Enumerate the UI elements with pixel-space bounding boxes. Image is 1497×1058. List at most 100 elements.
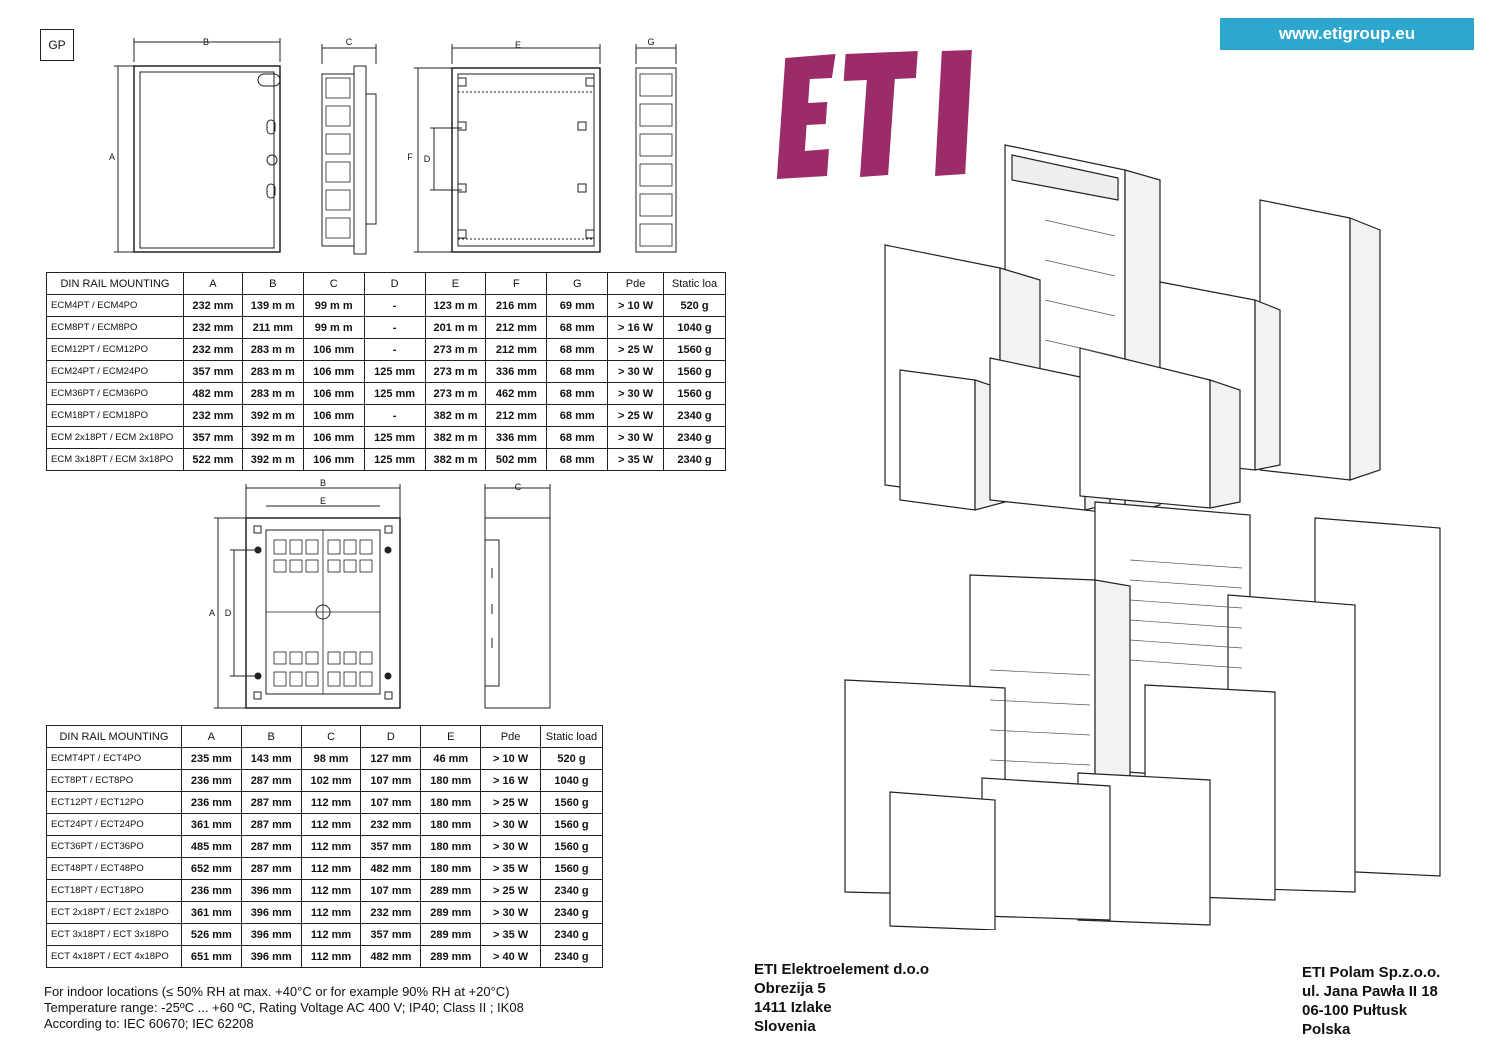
- spec-cell: 382 m m: [424, 448, 487, 471]
- spec-cell: 485 mm: [180, 835, 242, 858]
- spec-cell: 106 mm: [302, 360, 365, 383]
- spec-cell: > 35 W: [480, 923, 541, 946]
- spec-cell: 1560 g: [539, 813, 604, 836]
- table1-header: DIN RAIL MOUNTING: [46, 272, 184, 295]
- spec-cell: 212 mm: [485, 404, 548, 427]
- address-line: 1411 Izlake: [754, 999, 832, 1016]
- dim-label-a: A: [109, 152, 115, 162]
- spec-cell: 482 mm: [360, 945, 422, 968]
- spec-cell: 106 mm: [302, 338, 365, 361]
- spec-cell: 180 mm: [420, 791, 482, 814]
- product-code-cell: ECT8PT / ECT8PO: [46, 769, 182, 792]
- address-line: Slovenia: [754, 1018, 816, 1035]
- spec-cell: 212 mm: [485, 316, 548, 339]
- spec-cell: 235 mm: [180, 747, 242, 770]
- spec-cell: 392 m m: [241, 448, 304, 471]
- address-line: ul. Jana Pawła II 18: [1302, 983, 1438, 1000]
- table1-header: A: [182, 272, 243, 295]
- spec-cell: 289 mm: [420, 923, 482, 946]
- address-line: Polska: [1302, 1021, 1351, 1038]
- spec-cell: 392 m m: [241, 404, 304, 427]
- product-code-cell: ECM 2x18PT / ECM 2x18PO: [46, 426, 184, 449]
- table2-header: B: [240, 725, 302, 748]
- spec-cell: 232 mm: [182, 338, 243, 361]
- spec-cell: 336 mm: [485, 360, 548, 383]
- product-illustrations: [844, 144, 1441, 930]
- spec-cell: > 30 W: [607, 426, 665, 449]
- gp-badge: GP: [40, 29, 74, 61]
- spec-cell: 357 mm: [182, 426, 243, 449]
- spec-cell: -: [363, 294, 426, 317]
- spec-cell: > 30 W: [480, 835, 541, 858]
- spec-cell: 107 mm: [360, 769, 422, 792]
- product-code-cell: ECM18PT / ECM18PO: [46, 404, 184, 427]
- spec-cell: 287 mm: [240, 769, 302, 792]
- spec-cell: 107 mm: [360, 879, 422, 902]
- spec-cell: 2340 g: [539, 879, 604, 902]
- spec-cell: 125 mm: [363, 448, 426, 471]
- spec-cell: 68 mm: [546, 360, 609, 383]
- dim-label-e: E: [515, 40, 521, 50]
- spec-cell: 211 mm: [241, 316, 304, 339]
- dim-label-f: F: [407, 152, 413, 162]
- spec-cell: 112 mm: [300, 813, 362, 836]
- spec-cell: 68 mm: [546, 316, 609, 339]
- table1-header: C: [302, 272, 365, 295]
- spec-cell: 232 mm: [182, 316, 243, 339]
- table1-header: B: [241, 272, 304, 295]
- spec-cell: 112 mm: [300, 901, 362, 924]
- address-slovenia: ETI Elektroelement d.o.o Obrezija 5 1411…: [754, 960, 929, 1036]
- dim-label-g: G: [647, 37, 654, 47]
- spec-cell: 2340 g: [539, 923, 604, 946]
- spec-cell: 212 mm: [485, 338, 548, 361]
- table2-header: E: [420, 725, 482, 748]
- spec-cell: 1560 g: [539, 857, 604, 880]
- spec-cell: 502 mm: [485, 448, 548, 471]
- spec-cell: > 10 W: [607, 294, 665, 317]
- spec-cell: 201 m m: [424, 316, 487, 339]
- spec-cell: 283 m m: [241, 338, 304, 361]
- address-poland: ETI Polam Sp.z.o.o. ul. Jana Pawła II 18…: [1302, 963, 1440, 1039]
- table1-header: Static loa: [663, 272, 726, 295]
- spec-cell: 357 mm: [360, 835, 422, 858]
- table2-header: C: [300, 725, 362, 748]
- spec-cell: 106 mm: [302, 426, 365, 449]
- spec-cell: 125 mm: [363, 426, 426, 449]
- spec-cell: -: [363, 338, 426, 361]
- spec-cell: 396 mm: [240, 901, 302, 924]
- spec-cell: 526 mm: [180, 923, 242, 946]
- address-line: ETI Elektroelement d.o.o: [754, 961, 930, 978]
- spec-cell: 99 m m: [302, 294, 365, 317]
- spec-cell: > 35 W: [607, 448, 665, 471]
- table2-header: Static load: [539, 725, 604, 748]
- spec-cell: 287 mm: [240, 835, 302, 858]
- spec-cell: 289 mm: [420, 879, 482, 902]
- spec-cell: 236 mm: [180, 791, 242, 814]
- table2-header: Pde: [480, 725, 541, 748]
- spec-cell: 68 mm: [546, 448, 609, 471]
- spec-cell: 1560 g: [663, 382, 726, 405]
- table1-header: G: [546, 272, 609, 295]
- spec-cell: 287 mm: [240, 791, 302, 814]
- spec-cell: 180 mm: [420, 769, 482, 792]
- spec-cell: 106 mm: [302, 404, 365, 427]
- dim-label-c: C: [346, 37, 353, 47]
- table1-header: E: [424, 272, 487, 295]
- spec-cell: 273 m m: [424, 338, 487, 361]
- spec-cell: 68 mm: [546, 404, 609, 427]
- product-code-cell: ECT36PT / ECT36PO: [46, 835, 182, 858]
- spec-cell: 143 mm: [240, 747, 302, 770]
- spec-cell: > 10 W: [480, 747, 541, 770]
- spec-cell: 107 mm: [360, 791, 422, 814]
- spec-cell: 236 mm: [180, 769, 242, 792]
- top-technical-drawings: B C E G A F D: [109, 37, 677, 255]
- website-link[interactable]: www.etigroup.eu: [1220, 18, 1474, 50]
- spec-cell: 462 mm: [485, 382, 548, 405]
